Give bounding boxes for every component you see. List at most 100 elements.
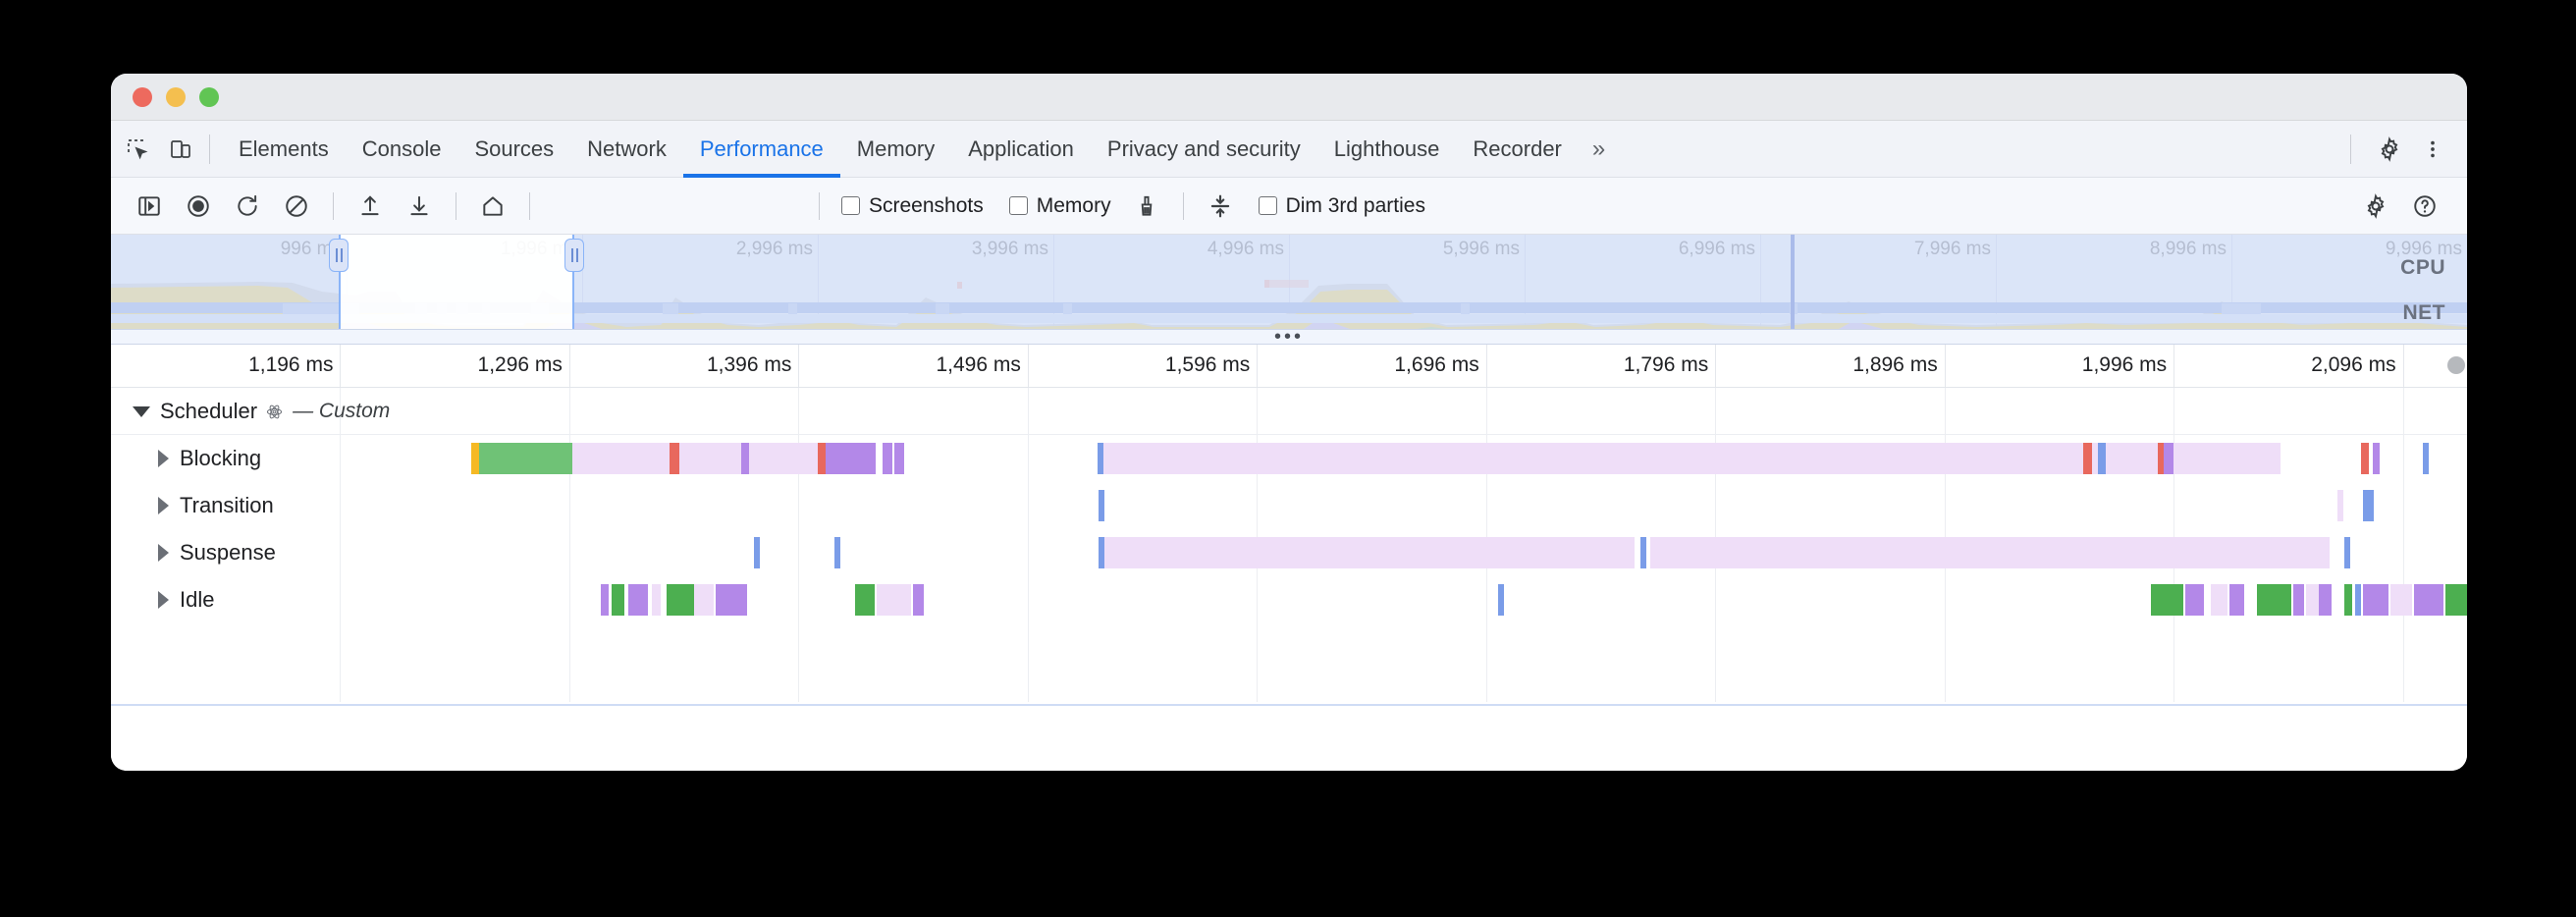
inspect-element-icon[interactable] bbox=[121, 133, 154, 166]
flame-bar[interactable] bbox=[601, 584, 609, 616]
flame-bar[interactable] bbox=[715, 584, 748, 616]
tab-console[interactable]: Console bbox=[346, 121, 458, 178]
memory-checkbox[interactable]: Memory bbox=[1008, 194, 1111, 218]
track-idle[interactable]: Idle bbox=[111, 576, 396, 623]
track-suspense[interactable]: Suspense bbox=[111, 529, 396, 576]
flame-bar[interactable] bbox=[2292, 584, 2304, 616]
track-transition[interactable]: Transition bbox=[111, 482, 396, 529]
chevron-right-icon[interactable] bbox=[158, 450, 169, 467]
flame-bar[interactable] bbox=[612, 584, 624, 616]
flame-bar[interactable] bbox=[2354, 584, 2361, 616]
tab-network[interactable]: Network bbox=[570, 121, 683, 178]
flame-bar[interactable] bbox=[1650, 537, 2330, 568]
flame-bar[interactable] bbox=[572, 443, 671, 474]
flame-bar[interactable] bbox=[749, 443, 818, 474]
overview-resize-handle-right[interactable] bbox=[564, 239, 584, 272]
flame-bar[interactable] bbox=[877, 584, 911, 616]
toggle-sidebar-button[interactable] bbox=[130, 187, 169, 226]
flame-bar[interactable] bbox=[2157, 443, 2165, 474]
flame-bar[interactable] bbox=[2210, 584, 2227, 616]
chevron-right-icon[interactable] bbox=[158, 591, 169, 609]
close-window-button[interactable] bbox=[133, 86, 152, 107]
tab-elements[interactable]: Elements bbox=[222, 121, 346, 178]
flame-bar[interactable] bbox=[667, 584, 695, 616]
flame-bar[interactable] bbox=[832, 443, 876, 474]
overview-selection-window[interactable] bbox=[339, 235, 574, 329]
screenshots-checkbox[interactable]: Screenshots bbox=[841, 194, 984, 218]
reload-and-record-button[interactable] bbox=[228, 187, 267, 226]
flame-bar[interactable] bbox=[912, 584, 924, 616]
flame-bar[interactable] bbox=[628, 584, 648, 616]
trash-brush-icon[interactable] bbox=[1127, 187, 1166, 226]
flame-bar[interactable] bbox=[2343, 537, 2351, 568]
flame-chart[interactable]: Scheduler — Custom Blocking Transition bbox=[111, 388, 2467, 771]
flame-bar[interactable] bbox=[826, 443, 833, 474]
gear-icon[interactable] bbox=[2373, 133, 2406, 166]
save-profile-button[interactable] bbox=[400, 187, 439, 226]
flame-bar[interactable] bbox=[817, 443, 827, 474]
timeline-overview[interactable]: 996 ms1,996 ms2,996 ms3,996 ms4,996 ms5,… bbox=[111, 235, 2467, 329]
flame-bar[interactable] bbox=[1497, 584, 1505, 616]
flame-bar[interactable] bbox=[740, 443, 750, 474]
help-icon[interactable] bbox=[2405, 187, 2444, 226]
flame-bar[interactable] bbox=[479, 443, 573, 474]
flame-bar[interactable] bbox=[471, 443, 479, 474]
chevron-down-icon[interactable] bbox=[133, 405, 150, 417]
flame-bar[interactable] bbox=[679, 443, 741, 474]
maximize-window-button[interactable] bbox=[199, 86, 219, 107]
device-toolbar-icon[interactable] bbox=[164, 133, 197, 166]
collapse-vertical-icon[interactable] bbox=[1201, 187, 1240, 226]
track-lane-blocking[interactable] bbox=[111, 435, 2467, 482]
flame-bar[interactable] bbox=[855, 584, 875, 616]
flame-bar[interactable] bbox=[1098, 490, 1105, 521]
dim-3rd-parties-checkbox[interactable]: Dim 3rd parties bbox=[1258, 194, 1425, 218]
flame-bar[interactable] bbox=[1097, 443, 1104, 474]
tab-performance[interactable]: Performance bbox=[682, 121, 840, 178]
flame-bar[interactable] bbox=[670, 443, 680, 474]
track-lane-transition[interactable] bbox=[111, 482, 2467, 529]
load-profile-button[interactable] bbox=[350, 187, 390, 226]
tab-memory[interactable]: Memory bbox=[840, 121, 951, 178]
chevron-right-icon[interactable] bbox=[158, 497, 169, 514]
tab-sources[interactable]: Sources bbox=[457, 121, 570, 178]
more-tabs-chevron-icon[interactable]: » bbox=[1591, 135, 1606, 162]
flame-bar[interactable] bbox=[2318, 584, 2332, 616]
minimize-window-button[interactable] bbox=[166, 86, 186, 107]
flame-bar[interactable] bbox=[2257, 584, 2291, 616]
flame-bar[interactable] bbox=[2361, 443, 2369, 474]
flame-bar[interactable] bbox=[2372, 443, 2381, 474]
flame-bar[interactable] bbox=[2151, 584, 2183, 616]
flame-bar[interactable] bbox=[2305, 584, 2319, 616]
flame-bar[interactable] bbox=[883, 443, 893, 474]
tab-application[interactable]: Application bbox=[951, 121, 1091, 178]
flame-bar[interactable] bbox=[1104, 537, 1636, 568]
home-button[interactable] bbox=[473, 187, 512, 226]
track-lane-suspense[interactable] bbox=[111, 529, 2467, 576]
panel-resize-handle[interactable]: ••• bbox=[111, 327, 2467, 347]
gear-icon[interactable] bbox=[2356, 187, 2395, 226]
record-button[interactable] bbox=[179, 187, 218, 226]
tab-recorder[interactable]: Recorder bbox=[1456, 121, 1578, 178]
clear-button[interactable] bbox=[277, 187, 316, 226]
track-blocking[interactable]: Blocking bbox=[111, 435, 396, 482]
flame-bar[interactable] bbox=[2363, 490, 2374, 521]
flame-bar[interactable] bbox=[2414, 584, 2444, 616]
flame-bar[interactable] bbox=[694, 584, 714, 616]
flame-bar[interactable] bbox=[2363, 584, 2389, 616]
kebab-menu-icon[interactable] bbox=[2416, 133, 2449, 166]
flame-bar[interactable] bbox=[652, 584, 661, 616]
flame-bar[interactable] bbox=[2343, 584, 2353, 616]
tab-lighthouse[interactable]: Lighthouse bbox=[1317, 121, 1457, 178]
flame-bar[interactable] bbox=[2445, 584, 2467, 616]
chevron-right-icon[interactable] bbox=[158, 544, 169, 562]
overview-resize-handle-left[interactable] bbox=[329, 239, 349, 272]
flame-bar[interactable] bbox=[2422, 443, 2430, 474]
tab-privacy-and-security[interactable]: Privacy and security bbox=[1091, 121, 1317, 178]
track-group-scheduler[interactable]: Scheduler — Custom bbox=[111, 388, 396, 435]
track-lane-idle[interactable] bbox=[111, 576, 2467, 623]
flame-bar[interactable] bbox=[2164, 443, 2174, 474]
flame-bar[interactable] bbox=[1098, 537, 1105, 568]
flame-bar[interactable] bbox=[2390, 584, 2412, 616]
flame-bar[interactable] bbox=[894, 443, 905, 474]
